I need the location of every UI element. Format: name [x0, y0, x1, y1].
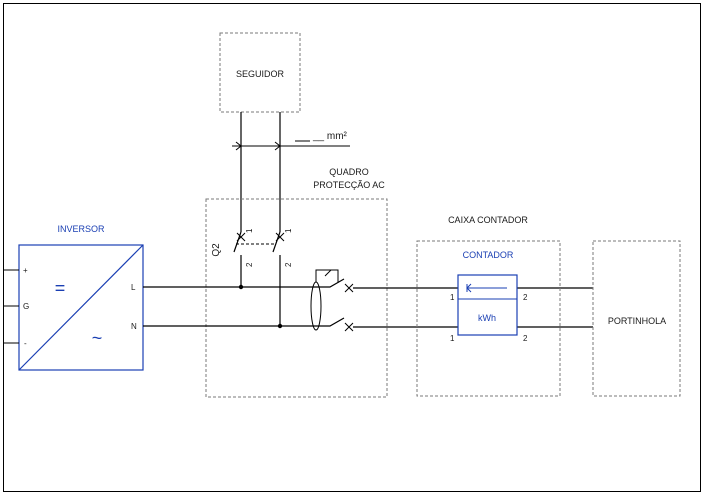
- q2-label: Q2: [211, 243, 222, 257]
- ac-symbol: ~: [92, 328, 103, 348]
- meter-term-2a: 2: [523, 293, 528, 302]
- q2-term-2b: 2: [284, 262, 293, 267]
- inv-g-label: G: [23, 302, 29, 311]
- inv-minus-label: -: [24, 339, 27, 348]
- portinhola-label: PORTINHOLA: [608, 316, 666, 326]
- cable-section-marker: __ mm²: [232, 131, 350, 151]
- portinhola-block: PORTINHOLA: [592, 240, 681, 397]
- kwh-label: kWh: [478, 313, 496, 323]
- outer-frame: [3, 3, 701, 492]
- quadro-label-line2: PROTECÇÃO AC: [313, 180, 385, 190]
- inv-N-label: N: [131, 322, 137, 331]
- dc-symbol: =: [55, 278, 66, 298]
- seguidor-block: SEGUIDOR: [219, 32, 301, 113]
- differential-switch: [306, 269, 354, 332]
- meter-term-2b: 2: [523, 334, 528, 343]
- q2-switch: Q2 1 1 2 2: [211, 228, 293, 329]
- q2-term-2a: 2: [245, 262, 254, 267]
- q2-term-1a: 1: [245, 228, 254, 233]
- meter-box: [457, 274, 518, 336]
- inversor-label: INVERSOR: [57, 224, 105, 234]
- inv-L-label: L: [131, 283, 136, 292]
- cable-section-label: __ mm²: [312, 131, 348, 142]
- meter-term-1a: 1: [450, 293, 455, 302]
- contador-label: CONTADOR: [463, 250, 514, 260]
- caixa-contador-label: CAIXA CONTADOR: [448, 215, 528, 225]
- inversor-block: INVERSOR = ~ + G - L N: [3, 224, 144, 371]
- caixa-contador-block: CAIXA CONTADOR CONTADOR kWh 1 1 2 2: [416, 215, 561, 397]
- quadro-proteccao-block: QUADRO PROTECÇÃO AC: [205, 167, 388, 398]
- seguidor-label: SEGUIDOR: [236, 69, 285, 79]
- meter-arrow-icon: [466, 283, 507, 293]
- quadro-label-line1: QUADRO: [329, 167, 369, 177]
- q2-term-1b: 1: [284, 228, 293, 233]
- inv-plus-label: +: [23, 266, 28, 275]
- meter-term-1b: 1: [450, 334, 455, 343]
